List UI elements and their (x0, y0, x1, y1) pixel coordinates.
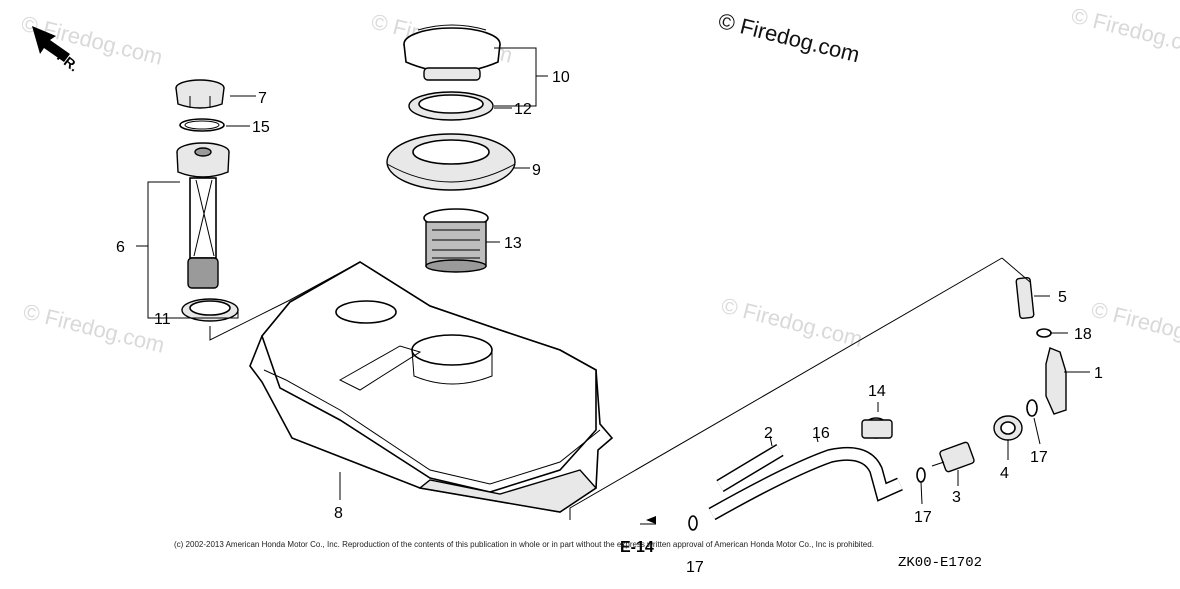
callout-5: 5 (1058, 289, 1067, 306)
filler-cap-part-10 (403, 24, 501, 81)
callout-10: 10 (552, 69, 570, 86)
tank-joint-part-14 (861, 417, 893, 439)
callout-9: 9 (532, 162, 541, 179)
callout-7: 7 (258, 90, 267, 107)
fuel-tank-part-8 (249, 261, 614, 513)
callout-11: 11 (154, 311, 171, 328)
clip-part-17a (1026, 399, 1038, 417)
clip-part-17b (916, 467, 926, 483)
fuel-tube-part-2 (716, 443, 784, 493)
leader-lines (136, 47, 1090, 525)
callout-6: 6 (116, 239, 125, 256)
callout-labels: 7 15 6 11 10 12 9 13 8 5 18 1 14 16 2 4 … (116, 69, 1103, 576)
watermark-4: © Firedog.com (21, 299, 167, 358)
callout-4: 4 (1000, 465, 1009, 482)
watermark-3: © Firedog.com (1069, 3, 1180, 62)
fuel-gauge-part-6 (176, 142, 230, 289)
callout-16: 16 (812, 425, 830, 442)
callout-17-left: 17 (686, 559, 704, 576)
fuel-tube-elbow-part-1 (1045, 347, 1067, 415)
washer-part-18 (1036, 328, 1052, 338)
ref-arrow-icon (646, 516, 656, 524)
callout-12: 12 (514, 101, 532, 118)
diagram-code: ZK00-E1702 (898, 555, 983, 571)
callout-15: 15 (252, 119, 270, 136)
fuel-tube-part-16 (708, 446, 903, 521)
callout-13: 13 (504, 235, 522, 252)
callout-17-middle: 17 (914, 509, 932, 526)
callout-2: 2 (764, 425, 773, 442)
callout-3: 3 (952, 489, 961, 506)
clip-part-17c (688, 515, 698, 531)
drain-bolt-part-5 (1015, 276, 1035, 320)
cap-gasket-part-12 (408, 91, 494, 121)
callout-14: 14 (868, 383, 886, 400)
callout-17-right: 17 (1030, 449, 1048, 466)
o-ring-part-15 (179, 118, 225, 132)
callout-1: 1 (1094, 365, 1103, 382)
watermark-5: © Firedog.com (719, 293, 865, 352)
fuel-strainer-part-13 (423, 208, 489, 273)
fuel-gauge-cap-part-7 (175, 79, 225, 109)
fuel-filter-part-3 (931, 441, 975, 473)
callout-8: 8 (334, 505, 343, 522)
front-arrow-icon (32, 26, 70, 62)
fuel-cock-nut-part-4 (993, 415, 1023, 441)
copyright-notice: (c) 2002-2013 American Honda Motor Co., … (174, 540, 874, 549)
gauge-seal-part-11 (181, 298, 239, 322)
filler-neck-seal-part-9 (386, 133, 516, 191)
callout-18: 18 (1074, 326, 1092, 343)
section-reference: E-14 (620, 539, 654, 556)
watermark-6: © Firedog.com (1089, 297, 1180, 356)
